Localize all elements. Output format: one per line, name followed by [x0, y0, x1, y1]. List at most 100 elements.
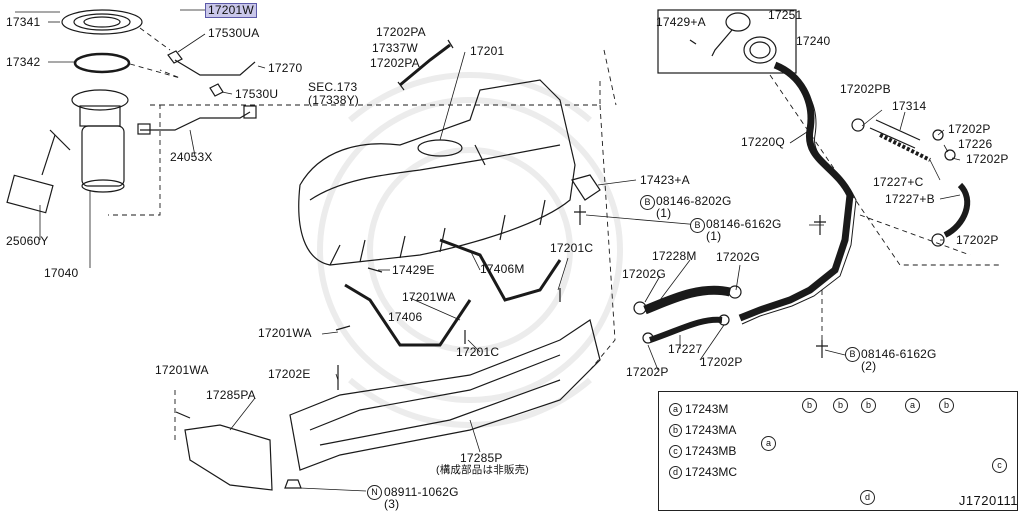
label-17201WA-1: 17201WA — [402, 290, 456, 304]
label-17429E: 17429E — [392, 263, 435, 277]
legend-marker-c: c — [992, 458, 1007, 473]
legend-part: 17243MB — [685, 444, 737, 458]
legend-part: 17243MA — [685, 423, 737, 437]
o-ring-17342 — [73, 52, 131, 74]
legend-key: b — [669, 424, 682, 438]
label-17227B: 17227+B — [885, 192, 935, 206]
legend-key: c — [669, 445, 682, 459]
hose-17337W — [399, 43, 451, 87]
nut-08911-1062G — [284, 479, 302, 489]
harness-24053X — [140, 111, 251, 131]
hose-17314 — [869, 119, 921, 149]
label-17202G-2: 17202G — [716, 250, 760, 264]
clamp-17202P-d — [642, 332, 654, 344]
label-bolt-08146-6162G-2-qty: (2) — [861, 359, 877, 373]
hose-17226 — [879, 133, 931, 162]
diagram-reference-code: J1720111 — [958, 493, 1018, 508]
label-17201C-1: 17201C — [550, 241, 594, 255]
label-17429A: 17429+A — [656, 15, 706, 29]
label-17226: 17226 — [958, 137, 993, 151]
filler-cap-17251 — [657, 9, 797, 74]
gasket-17341 — [61, 9, 143, 35]
nut-badge-n: N — [367, 485, 382, 500]
bolt-badge-b-2: B — [690, 218, 705, 233]
clamp-17202P-a — [932, 129, 944, 141]
label-17341: 17341 — [6, 15, 41, 29]
label-nut-08911-1062G: 08911-1062G — [384, 485, 459, 499]
bolt-badge-b-1: B — [640, 195, 655, 210]
clip-17530U — [209, 83, 224, 97]
label-bolt-08146-6162G-qty: (1) — [706, 229, 722, 243]
legend-key: a — [669, 403, 682, 417]
label-17201C-2: 17201C — [456, 345, 500, 359]
legend-marker-b-1: b — [802, 398, 817, 413]
label-17202E: 17202E — [268, 367, 311, 381]
label-17202P-4: 17202P — [626, 365, 669, 379]
label-17202PA-2: 17202PA — [370, 56, 420, 70]
harness-17270 — [174, 59, 256, 76]
label-nut-qty: (3) — [384, 497, 400, 511]
label-17202G-1: 17202G — [622, 267, 666, 281]
legend-marker-a-2: a — [761, 436, 776, 451]
hose-17227B — [943, 182, 971, 238]
label-17201WA-2: 17201WA — [258, 326, 312, 340]
label-24053X: 24053X — [170, 150, 213, 164]
label-17337W: 17337W — [372, 41, 418, 55]
clamp-17202G-b — [728, 285, 742, 299]
label-17227C: 17227+C — [873, 175, 924, 189]
label-17240: 17240 — [796, 34, 831, 48]
bolt-badge-b-3: B — [845, 347, 860, 362]
label-17285PA: 17285PA — [206, 388, 256, 402]
filler-ring-17240 — [743, 36, 777, 64]
label-17220Q: 17220Q — [741, 135, 785, 149]
label-sec173-ref: (17338Y) — [308, 93, 359, 107]
protector-17285PA — [184, 424, 273, 491]
label-17201W[interactable]: 17201W — [205, 3, 257, 18]
label-17530U: 17530U — [235, 87, 279, 101]
label-17040: 17040 — [44, 266, 79, 280]
label-17251: 17251 — [768, 8, 803, 22]
clamp-17202G-a — [633, 301, 647, 315]
bolt-17201WA — [335, 325, 351, 331]
label-17423A: 17423+A — [640, 173, 690, 187]
label-17406: 17406 — [388, 310, 423, 324]
legend-key: d — [669, 466, 682, 480]
label-17406M: 17406M — [480, 262, 525, 276]
label-25060Y: 25060Y — [6, 234, 49, 248]
clamp-17202P-b — [944, 149, 956, 161]
label-17202PB: 17202PB — [840, 82, 891, 96]
label-17202P-3: 17202P — [956, 233, 999, 247]
clip-17530UA — [167, 50, 183, 64]
label-17201: 17201 — [470, 44, 505, 58]
label-17342: 17342 — [6, 55, 41, 69]
label-17314: 17314 — [892, 99, 927, 113]
fuel-tank-17201 — [298, 79, 576, 266]
filler-tube-17220Q — [738, 61, 854, 322]
hose-17227 — [649, 316, 723, 343]
label-17270: 17270 — [268, 61, 303, 75]
label-17202P-1: 17202P — [948, 122, 991, 136]
bolt-17429E — [367, 267, 383, 273]
clamp-17202PB — [851, 118, 865, 132]
label-17202PA-1: 17202PA — [376, 25, 426, 39]
label-17201WA-3: 17201WA — [155, 363, 209, 377]
label-17202P-2: 17202P — [966, 152, 1009, 166]
clamp-17202PA-2 — [447, 39, 454, 49]
label-sec173: SEC.173 — [308, 80, 358, 94]
label-17227: 17227 — [668, 342, 703, 356]
watermark — [317, 72, 623, 428]
label-17202P-5: 17202P — [700, 355, 743, 369]
bracket-17423A — [571, 174, 601, 201]
bolt-17201WA-c — [175, 411, 191, 419]
legend-marker-b-4: b — [939, 398, 954, 413]
label-17285P: 17285P — [460, 451, 503, 465]
label-17228M: 17228M — [652, 249, 697, 263]
fuel-pump-module — [6, 89, 129, 214]
clamp-17202PA — [397, 81, 405, 91]
label-bolt-08146-8202G: 08146-8202G — [656, 194, 732, 208]
